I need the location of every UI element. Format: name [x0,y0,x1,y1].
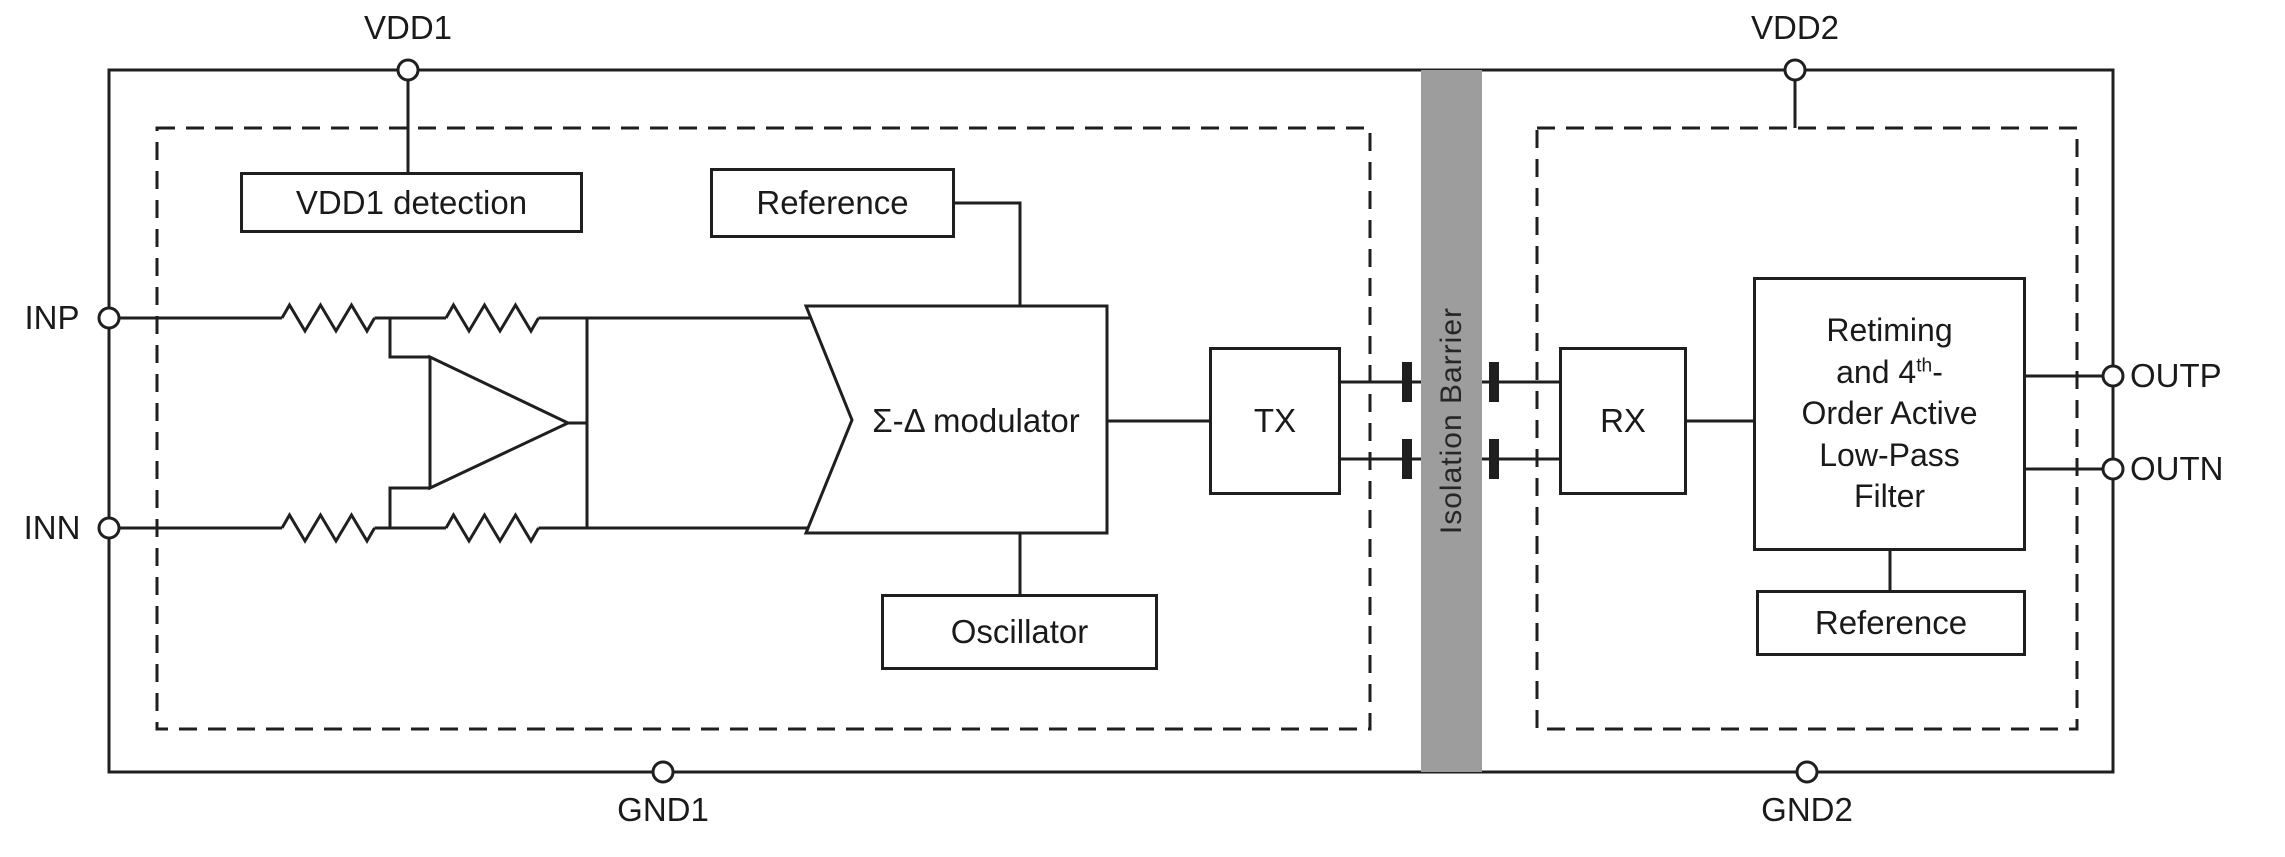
outp-terminal-label: OUTP [2130,357,2222,394]
vdd1-terminal-label: VDD1 [363,9,453,46]
filter-output-wires [2026,374,2113,471]
sigma-delta-modulator-label: Σ-Δ modulator [836,398,1116,444]
filter-text-line: Low-Pass [1819,436,1960,473]
rx-block: RX [1559,347,1687,495]
isolation-capacitor [1402,362,1412,402]
filter-block: Retiming and 4th- Order Active Low-Pass … [1753,277,2026,551]
rx-label: RX [1600,402,1646,440]
isolation-barrier-label: Isolation Barrier [1434,307,1468,535]
filter-text-line: Filter [1853,478,1926,515]
terminal-inn [97,516,121,540]
terminal-vdd2 [1783,58,1807,82]
filter-line2-post: - [1932,353,1943,390]
gnd2-terminal-label: GND2 [1761,791,1853,828]
filter-text-line: and 4th- [1836,352,1943,394]
high-side-boundary [155,126,1372,731]
vdd2-terminal-label: VDD2 [1750,9,1840,46]
inp-terminal-label: INP [24,299,80,336]
tx-label: TX [1253,402,1297,440]
vdd1-detection-label: VDD1 detection [295,183,528,221]
input-resistor [280,302,376,334]
oscillator-label: Oscillator [950,613,1089,651]
terminals [97,58,2125,784]
terminal-gnd1 [651,760,675,784]
reference-left-label: Reference [756,184,909,222]
input-resistor [280,512,376,544]
outn-terminal-label: OUTN [2130,450,2224,487]
isolation-capacitor [1489,439,1499,479]
filter-text-line: Order Active [1801,395,1978,432]
reference-to-modulator-wire [955,201,1022,312]
filter-line2-pre: and 4 [1836,353,1917,390]
isolation-capacitor [1489,362,1499,402]
tx-block: TX [1209,347,1341,495]
input-resistor [444,302,540,334]
low-side-boundary [1535,126,2079,731]
gnd1-terminal-label: GND1 [617,791,709,828]
terminal-outp [2101,364,2125,388]
chip-outline [107,68,2115,774]
oscillator-block: Oscillator [881,594,1158,670]
terminal-vdd1 [396,58,420,82]
sigma-delta-modulator-text: Σ-Δ modulator [872,402,1080,439]
input-amplifier [428,354,572,491]
terminal-inp [97,306,121,330]
reference-left-block: Reference [710,168,955,238]
filter-line2-sup: th [1916,354,1933,376]
amplifier-connector-wires [388,318,589,528]
isolation-capacitor [1402,439,1412,479]
inn-terminal-label: INN [23,509,81,546]
isolation-capacitors [1402,362,1499,479]
sigma-delta-modulator-shape [803,304,1109,535]
isolation-barrier: Isolation Barrier [1421,70,1482,772]
input-resistor [444,512,540,544]
input-resistors [280,302,540,544]
reference-right-block: Reference [1756,590,2026,656]
reference-right-label: Reference [1814,604,1968,642]
terminal-gnd2 [1795,760,1819,784]
vdd1-detection-block: VDD1 detection [240,172,583,233]
terminal-outn [2101,457,2125,481]
filter-text-line: Retiming [1826,312,1953,349]
